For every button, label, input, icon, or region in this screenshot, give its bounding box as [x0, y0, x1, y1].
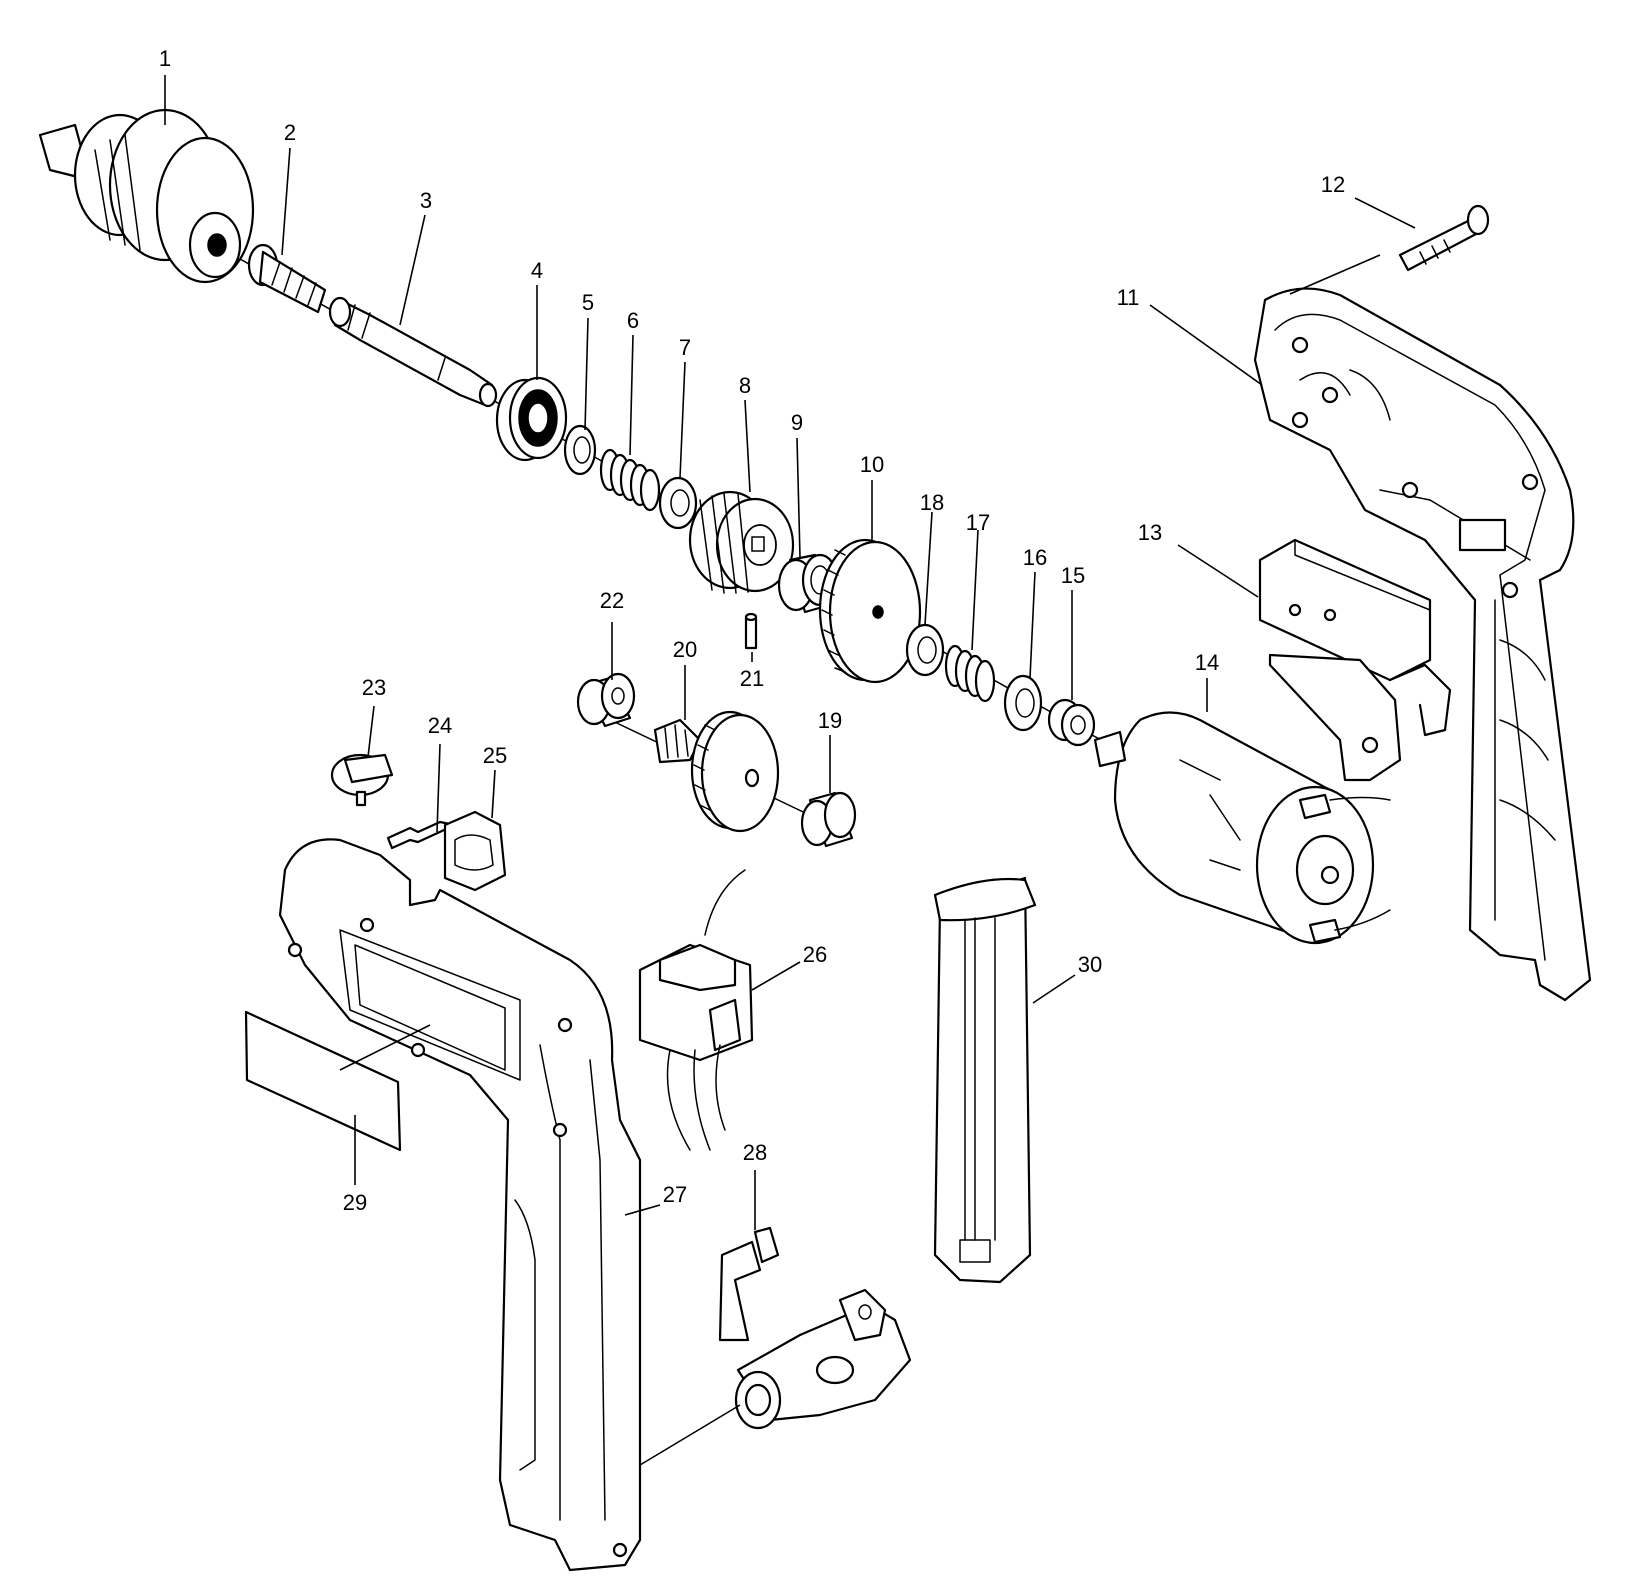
- callout-27: 27: [663, 1182, 687, 1207]
- callout-17: 17: [966, 510, 990, 535]
- callout-23: 23: [362, 675, 386, 700]
- part-19-sleeve: [800, 791, 857, 848]
- part-21-pin: [744, 612, 758, 650]
- part-7-flat-washer: [658, 476, 698, 530]
- part-4-ball-bearing: [495, 376, 568, 462]
- part-3-spindle: [328, 296, 498, 408]
- callout-4: 4: [531, 258, 543, 283]
- callout-24: 24: [428, 713, 452, 738]
- part-11-right-housing: [1253, 287, 1592, 1002]
- part-28-battery-terminal: [718, 1226, 912, 1430]
- part-14-motor: [1093, 711, 1391, 945]
- callout-3: 3: [420, 188, 432, 213]
- callout-8: 8: [739, 373, 751, 398]
- part-16-washer: [1003, 674, 1043, 732]
- callout-20: 20: [673, 637, 697, 662]
- callout-2: 2: [284, 120, 296, 145]
- part-27-left-housing: [278, 838, 642, 1572]
- callout-16: 16: [1023, 545, 1047, 570]
- part-8-clutch-gear: [688, 490, 795, 594]
- leader-lines: [164, 75, 1416, 1466]
- part-18-washer: [905, 623, 945, 677]
- callout-22: 22: [600, 588, 624, 613]
- callout-7: 7: [679, 335, 691, 360]
- part-26-terminal: [638, 869, 754, 1151]
- callout-15: 15: [1061, 563, 1085, 588]
- callout-19: 19: [818, 708, 842, 733]
- part-20-pinion-gear: [653, 710, 780, 833]
- callout-9: 9: [791, 410, 803, 435]
- part-15-sleeve: [1047, 698, 1096, 747]
- callout-13: 13: [1138, 520, 1162, 545]
- callout-14: 14: [1195, 650, 1219, 675]
- part-5-retaining-ring: [563, 424, 597, 476]
- part-13-switch: [1258, 538, 1452, 782]
- callout-25: 25: [483, 743, 507, 768]
- callout-10: 10: [860, 452, 884, 477]
- part-23-selector-knob: [330, 753, 394, 807]
- part-22-bushing: [576, 672, 636, 728]
- part-12-screw: [1398, 204, 1490, 272]
- callout-1: 1: [159, 46, 171, 71]
- callout-21: 21: [740, 666, 764, 691]
- part-29-nameplate: [244, 1010, 402, 1152]
- callout-26: 26: [803, 942, 827, 967]
- callout-18: 18: [920, 490, 944, 515]
- callout-11: 11: [1117, 285, 1140, 310]
- part-10-ring-gear: [818, 538, 922, 684]
- callout-28: 28: [743, 1140, 767, 1165]
- callout-6: 6: [627, 308, 639, 333]
- part-2-chuck-screw: [247, 243, 327, 314]
- part-1-drill-chuck: [38, 108, 255, 284]
- callout-30: 30: [1078, 952, 1102, 977]
- part-30-battery: [933, 876, 1037, 1284]
- part-25-clip: [443, 810, 507, 892]
- part-6-spring: [599, 448, 661, 512]
- part-17-spring: [944, 644, 996, 703]
- callout-12: 12: [1321, 172, 1345, 197]
- callout-5: 5: [582, 290, 594, 315]
- callout-29: 29: [343, 1190, 367, 1215]
